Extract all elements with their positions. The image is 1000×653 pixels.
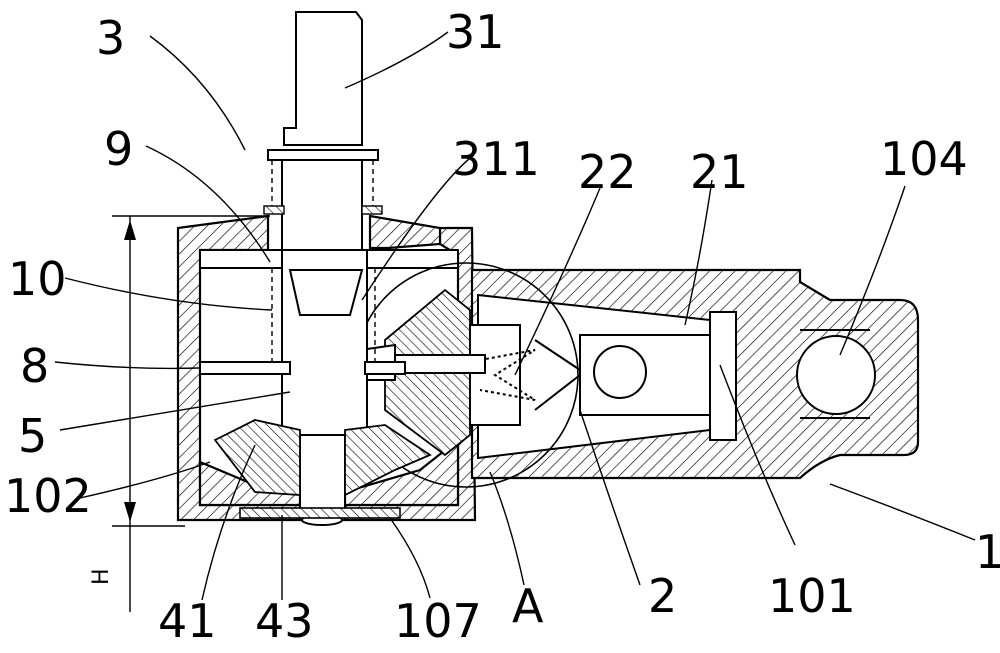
knob-31: [264, 12, 382, 250]
label-10: 10: [8, 252, 67, 306]
bottom-plate: [240, 508, 400, 518]
label-311: 311: [452, 132, 540, 186]
label-a: A: [512, 579, 544, 633]
label-8: 8: [20, 339, 49, 393]
label-1: 1: [975, 525, 1000, 579]
label-102: 102: [4, 469, 92, 523]
label-104: 104: [880, 132, 968, 186]
label-43: 43: [255, 594, 314, 648]
label-21: 21: [690, 145, 749, 199]
label-h: H: [89, 568, 114, 585]
label-41: 41: [158, 594, 217, 648]
label-31: 31: [446, 5, 505, 59]
label-107: 107: [394, 594, 482, 648]
label-5: 5: [18, 409, 47, 463]
label-101: 101: [768, 569, 856, 623]
label-9: 9: [104, 122, 133, 176]
label-3: 3: [96, 11, 125, 65]
label-22: 22: [578, 145, 637, 199]
label-2: 2: [648, 569, 677, 623]
